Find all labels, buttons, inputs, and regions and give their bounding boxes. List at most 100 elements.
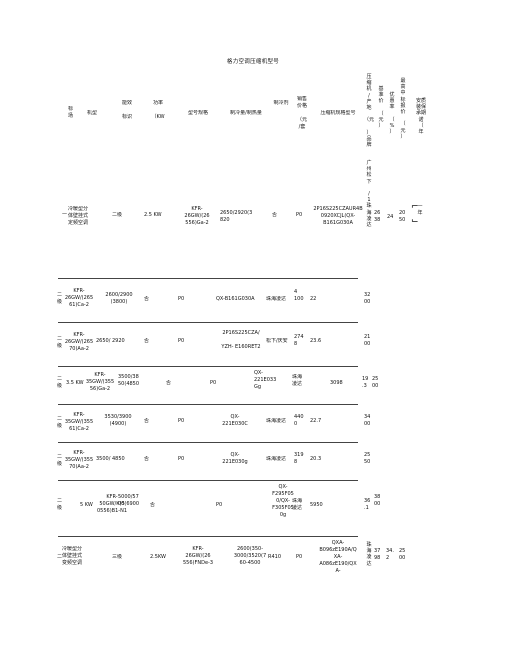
row-model-spec: 否: [166, 380, 172, 386]
row-rebate: 34. 2: [386, 548, 394, 561]
row-price: 珠海 凌达: [292, 374, 303, 387]
row-bid-price: 20 50: [399, 210, 406, 223]
row-category: 二 级: [57, 416, 63, 429]
header-power: 功率 （KW: [151, 100, 165, 120]
row-category: 二 级: [57, 454, 63, 467]
row-model-type: KFR- 26GW/(265 70)Aa-2: [64, 332, 94, 352]
row-model-type: KFR- 35GW/(355 70)Aa-2: [64, 450, 94, 470]
row-divider: [58, 366, 358, 367]
row-energy: 二级: [112, 212, 123, 218]
header-base-price: 基 准 价 （ 元 ）: [378, 86, 384, 130]
row-warranty: 一 年: [417, 204, 423, 217]
row-price: 274 8: [294, 334, 304, 347]
row-rebate: 25 00: [372, 376, 379, 389]
row-model-spec: KFR- 26GW/(26 556)FNDe-3: [182, 546, 214, 566]
row-energy: 2650/ 2920: [96, 338, 125, 344]
row-compressor-model: 3098: [330, 380, 343, 386]
row-price: 珠海 凌达: [292, 498, 303, 511]
row-price: 319 8: [294, 452, 304, 465]
header-category: 标 场: [68, 106, 74, 119]
row-energy: KFR- 50GW/K(5 0556)B1-N1: [96, 494, 127, 514]
row-model-type: KFR- 26GW/(265 61)Ca-2: [64, 288, 94, 308]
row-power: 3500/38 50(4850: [118, 374, 140, 387]
row-power: 否: [144, 456, 150, 462]
header-warranty: 安质 装保 承期 诺 （ 年: [415, 98, 426, 136]
row-category: 二 级: [57, 292, 63, 305]
row-price: 440 0: [294, 414, 304, 427]
row-divider: [58, 442, 358, 443]
row-compressor-model: QXA- B096zE190A/Q XA- A086zE190/QX A-: [319, 540, 357, 574]
row-refrigerant: 珠海凌达: [266, 418, 287, 424]
row-power: 2.5 KW: [144, 212, 162, 218]
row-model-type: 3.5 KW: [66, 380, 84, 386]
header-rebate: 优 惠 率 （ % ）: [389, 92, 395, 136]
row-category: 二: [57, 554, 63, 560]
row-cool-heat: P0: [210, 380, 217, 386]
row-category: 一: [62, 212, 68, 218]
row-model-spec: KFR- 26GW/(26 556)Ga-2: [184, 206, 210, 226]
row-divider: [58, 480, 358, 481]
row-base-price: 19 .3: [362, 376, 369, 389]
header-energy: 能效 标识: [121, 100, 132, 120]
row-cool-heat: QX- 221E030g: [222, 452, 248, 465]
header-model-type: 机型: [87, 110, 98, 116]
row-bid-price: 25 00: [399, 548, 406, 561]
row-cool-heat: QX- 221E030C: [222, 414, 248, 427]
row-base-price: 34 00: [364, 414, 371, 427]
row-model-type: KFR- 35GW/(355 61)Ca-2: [64, 412, 94, 432]
row-power: 否: [144, 418, 150, 424]
row-base-price: 36 .1: [364, 498, 371, 511]
row-power: 5000/57 00(6900: [118, 494, 140, 507]
row-compressor-model: 20.3: [310, 456, 322, 462]
row-rebate: 24: [387, 214, 394, 220]
row-base-price: 25 50: [364, 452, 371, 465]
row-divider: [58, 404, 358, 405]
row-base-price: 37 98: [374, 548, 381, 561]
row-model-type: 冷暖型分 体壁挂式 定频空调: [68, 206, 89, 226]
row-model-type: 冷暖型分 体壁挂式 变频空调: [62, 546, 83, 566]
row-model-type: 5 KW: [80, 502, 93, 508]
header-refrigerant: 制冷剂: [273, 100, 289, 106]
row-model-spec: P0: [178, 338, 185, 344]
row-category: 二 级: [57, 336, 63, 349]
row-refrigerant: R410: [268, 554, 282, 560]
row-power: 2.5KW: [150, 554, 166, 560]
row-refrigerant: 松下/庆安: [266, 338, 288, 344]
row-power: 否: [144, 338, 150, 344]
row-compressor-model: 23.6: [310, 338, 322, 344]
header-cool-heat: 制冷量/制热量: [230, 110, 262, 116]
row-flag: 否: [272, 212, 278, 218]
row-category: 二 级: [57, 498, 63, 511]
row-cool-heat: 2600(350- 3000/3520(7 60-4500: [233, 546, 267, 566]
row-divider: [58, 322, 358, 323]
row-cool-heat: QX-B161G030A: [216, 296, 255, 302]
row-energy: 三级: [112, 554, 123, 560]
row-compressor-model: 5950: [310, 502, 323, 508]
row-cool-heat: 2650/2920(3 820: [220, 210, 253, 223]
row-price: 4 100: [294, 289, 304, 302]
row-energy: 3530/3900 (4900): [104, 414, 132, 427]
row-rebate: 38 00: [374, 494, 381, 507]
row-energy: 3500/ 4850: [96, 456, 125, 462]
row-divider: [58, 536, 358, 537]
row-category: 二 级: [57, 376, 63, 389]
row-energy: KFR- 35GW/(355 56)Ga-2: [85, 372, 115, 392]
warranty-bracket: ⌐ ⌙: [411, 202, 419, 226]
header-compressor-maker: 压 缩 机 / 产 地 （元 ） 品 牌: [364, 74, 375, 149]
row-cool-heat: P0: [216, 502, 223, 508]
header-bid-price: 最 高 中 标 报 价 （ 元 ）: [400, 78, 406, 140]
row-compressor-model: 22: [310, 296, 317, 302]
header-compressor-model: 压缩机规格型号: [320, 110, 356, 116]
row-power: 否: [144, 296, 150, 302]
row-model-spec: P0: [178, 418, 185, 424]
row-compressor-model: 2P16S225CZAUR4B 0920XCJL(QX- B161G030A: [313, 206, 363, 226]
row-code: P0: [296, 212, 303, 218]
header-model-spec: 型号规格: [187, 110, 208, 116]
header-price: 销售 价格 （元 /套: [296, 96, 307, 130]
row-model-spec: 否: [150, 502, 156, 508]
row-refrigerant: 珠海凌达: [266, 296, 287, 302]
page-title: 格力空调压缩机型号: [226, 59, 280, 65]
row-refrigerant: 珠海凌达: [266, 456, 287, 462]
row-model-spec: P0: [178, 456, 185, 462]
